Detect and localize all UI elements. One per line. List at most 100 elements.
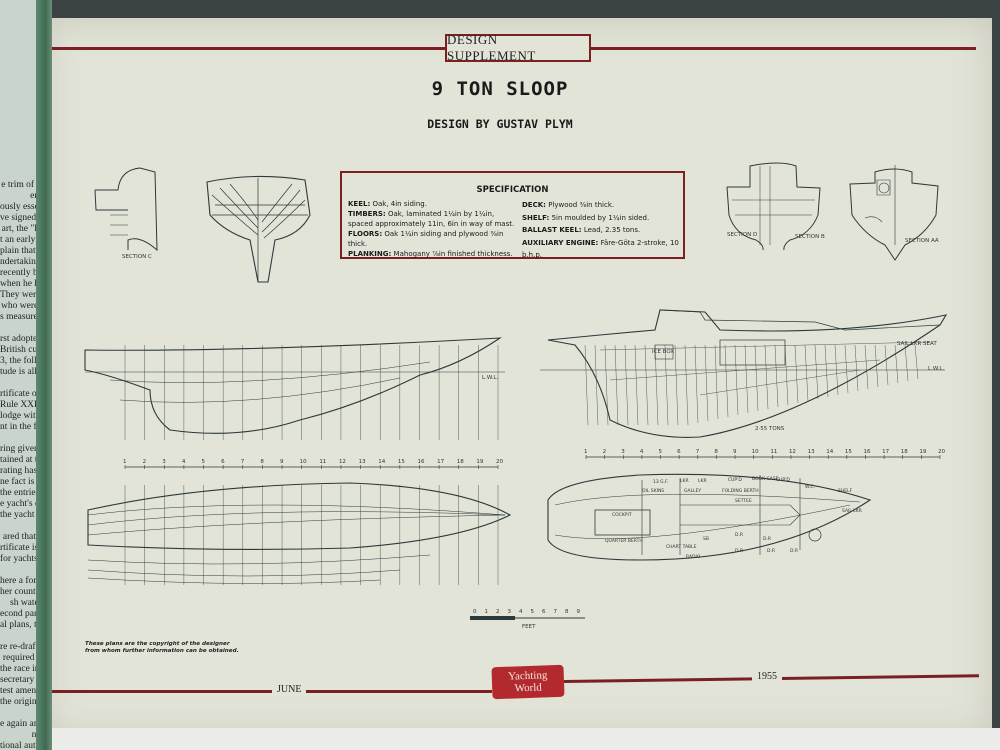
- left-page-line: lodge with the: [0, 411, 48, 421]
- section-aa-label: SECTION AA: [905, 238, 939, 244]
- station-number: 3: [162, 459, 166, 465]
- supplement-header: DESIGN SUPPLEMENT: [445, 32, 591, 63]
- frame-line: [614, 344, 619, 426]
- station-number: 18: [457, 459, 464, 465]
- station-number: 13: [808, 449, 815, 455]
- station-number: 1: [123, 459, 127, 465]
- station-number: 12: [789, 449, 796, 455]
- spec-item: DECK: Plywood ⅜in thick.: [522, 201, 615, 209]
- station-number: 18: [901, 449, 908, 455]
- frame-line: [644, 344, 649, 426]
- spec-item: FLOORS: Oak 1¼in siding and plywood ⅜in …: [348, 230, 504, 248]
- station-number: 9: [733, 449, 737, 455]
- plan-label: LKR: [680, 478, 689, 484]
- left-page-line: They were not: [0, 290, 48, 300]
- left-page-line: ared that:—: [2, 532, 48, 542]
- ice-box-label: ICE BOX: [652, 349, 674, 355]
- frame-line: [584, 344, 589, 426]
- left-page-line: art, the "lost: [1, 224, 48, 234]
- left-page-line: for yachts of a: [0, 554, 48, 564]
- left-page-line: who were to: [1, 301, 48, 311]
- spec-item: PLANKING: Mahogany ⅞in finished thicknes…: [348, 250, 513, 258]
- feet-tick-label: 9: [577, 609, 581, 615]
- plan-label: SETTEE: [735, 498, 752, 504]
- frame-line: [814, 344, 819, 400]
- left-page-line: e yacht's current: [0, 499, 48, 509]
- station-number: 15: [398, 459, 405, 465]
- plan-label: BOOK CASE: [752, 476, 779, 482]
- frame-line: [694, 344, 699, 424]
- plan-label: D.R: [735, 548, 743, 554]
- station-number: 10: [752, 449, 759, 455]
- left-page-line: recently been: [0, 268, 48, 278]
- feet-tick-label: 4: [519, 609, 523, 615]
- station-number: 19: [476, 459, 483, 465]
- ballast-label: 2·55 TONS: [755, 426, 785, 432]
- section-c-label: SECTION C: [122, 254, 152, 260]
- spec-item: BALLAST KEEL: Lead, 2.35 tons.: [522, 226, 641, 234]
- left-page-line: econd paragraph: [0, 609, 48, 619]
- frame-line: [604, 344, 609, 426]
- left-page-line: test amendment: [0, 686, 48, 696]
- header-rule-right: [591, 47, 976, 50]
- left-page-line: 3, the following: [0, 356, 48, 366]
- frame-line: [884, 344, 889, 386]
- feet-tick-label: 0: [473, 609, 477, 615]
- station-number: 16: [417, 459, 424, 465]
- station-number: 20: [938, 449, 945, 455]
- left-page-line: Rule XXIV, in: [0, 400, 48, 410]
- plan-label: LKR: [698, 478, 707, 484]
- station-number: 3: [621, 449, 625, 455]
- left-page-line: the entries also: [0, 488, 48, 498]
- station-number: 4: [640, 449, 644, 455]
- station-number: 7: [241, 459, 245, 465]
- plan-label: CHART TABLE: [666, 544, 697, 550]
- station-number: 17: [882, 449, 889, 455]
- plan-label: D.R: [790, 548, 798, 554]
- left-page-line: rating has been: [0, 466, 48, 476]
- frame-line: [834, 344, 839, 396]
- frame-line: [664, 344, 669, 426]
- station-number: 4: [182, 459, 186, 465]
- station-number: 7: [696, 449, 700, 455]
- left-page-line: secretary of the: [0, 675, 48, 685]
- plan-label: CUP'D: [728, 477, 742, 483]
- frame-line: [874, 344, 879, 388]
- feet-tick-label: 2: [496, 609, 500, 615]
- left-page-line: tained at the time: [0, 455, 48, 465]
- frame-line: [854, 344, 859, 392]
- lwl-label-right: L.W.L.: [928, 366, 944, 372]
- frame-line: [744, 344, 749, 414]
- left-page-line: ve signed and: [0, 213, 48, 223]
- left-page-line: British custom: [0, 345, 48, 355]
- plan-label: FOLDING BERTH: [722, 488, 759, 494]
- left-page-line: sh waters.: [10, 598, 48, 608]
- feet-tick-label: 3: [508, 609, 512, 615]
- spec-item: SHELF: 5in moulded by 1¼in sided.: [522, 213, 650, 222]
- station-number: 12: [339, 459, 346, 465]
- left-page-line: ously essential: [0, 202, 48, 212]
- station-number: 9: [280, 459, 284, 465]
- station-number: 16: [863, 449, 870, 455]
- frame-line: [754, 344, 759, 412]
- accommodation-profile-drawing: ICE BOX SAIL LKR SEAT 2·55 TONS L.W.L.: [540, 309, 948, 438]
- station-number: 19: [919, 449, 926, 455]
- page-subtitle: DESIGN BY GUSTAV PLYM: [427, 117, 573, 131]
- plan-label: 13 G.F.: [653, 479, 668, 485]
- header-rule-left: [52, 47, 445, 50]
- left-page-line: al plans, to be: [0, 620, 48, 630]
- specification-heading: SPECIFICATION: [476, 185, 549, 195]
- frame-line: [914, 344, 919, 380]
- body-plan-drawing: [206, 175, 311, 283]
- lines-plan-drawing: [87, 482, 512, 585]
- frame-line: [684, 344, 689, 426]
- left-page-line: tional authority: [0, 741, 48, 750]
- plan-label: D.R: [763, 536, 771, 542]
- station-number: 1: [584, 449, 588, 455]
